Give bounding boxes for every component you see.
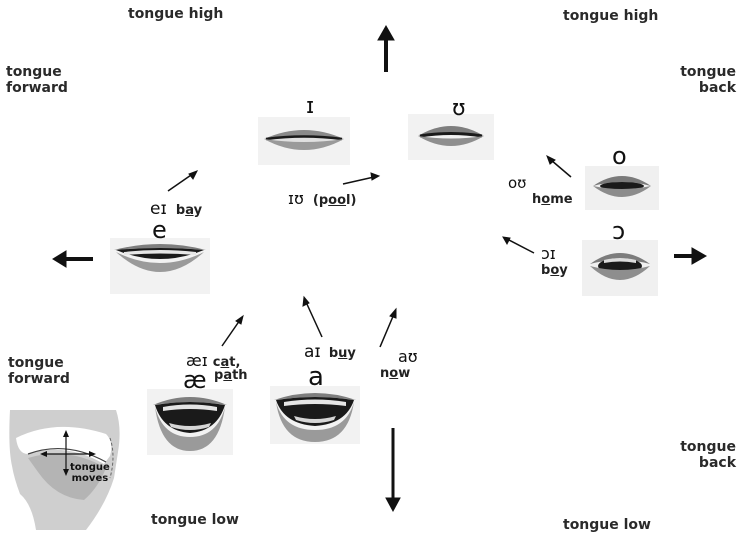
mouth-open-o-image (582, 240, 658, 296)
example-word-path: path (214, 368, 248, 383)
arrow-up-icon (378, 26, 394, 72)
diphthong-iu: ɪʊ (pool) (288, 189, 356, 208)
diphthong-ipa: oʊ (508, 174, 573, 192)
example-word-boy: boy (541, 263, 568, 278)
vowel-open-o-symbol: ɔ (612, 217, 625, 245)
word-part-underlined: a (223, 368, 232, 383)
vowel-ae-symbol: æ (183, 366, 207, 394)
word-part: (p (313, 193, 328, 208)
diphthong-ai: aɪ buy (304, 342, 356, 362)
mouth-o-image (585, 166, 659, 210)
word-part: y (194, 203, 202, 218)
word-part: h (532, 192, 541, 207)
word-part: w (398, 366, 410, 381)
diphthong-ipa: ɪʊ (288, 189, 304, 208)
diphthong-oi: ɔɪ boy (541, 244, 568, 278)
diphthong-ipa: æɪ (186, 351, 208, 370)
example-word-buy: buy (329, 346, 356, 361)
arrow-down-icon (386, 428, 400, 511)
inset-caption-line: tongue (70, 462, 110, 473)
diphthong-ou: oʊ home (508, 174, 573, 207)
word-part: th (232, 368, 247, 383)
example-word-bay: bay (176, 203, 202, 218)
mouth-a-image (270, 386, 360, 444)
mouth-e-image (110, 238, 210, 294)
word-part: me (550, 192, 572, 207)
word-part-underlined: a (185, 203, 193, 218)
diphthong-ipa: aʊ (398, 347, 418, 366)
mouth-ae-image (147, 389, 233, 455)
vowel-o-symbol: o (612, 142, 627, 170)
word-part: b (541, 263, 550, 278)
arrow-right-icon (674, 248, 706, 264)
head-profile-inset: tongue moves (6, 408, 126, 532)
diphthong-au: aʊ now (380, 347, 418, 381)
mouth-i-image (258, 117, 350, 165)
inset-caption-line: moves (70, 473, 110, 484)
vowel-e-symbol: e (152, 216, 167, 244)
word-part: y (559, 263, 567, 278)
inset-caption: tongue moves (70, 462, 110, 484)
mouth-u-image (408, 114, 494, 160)
vowel-u-symbol: ʊ (452, 96, 466, 121)
diphthong-ipa: aɪ (304, 342, 321, 362)
example-word-now: now (380, 366, 418, 381)
word-part: b (329, 346, 338, 361)
diphthong-ipa: ɔɪ (541, 244, 568, 263)
word-part-underlined: o (541, 192, 550, 207)
word-part: b (176, 203, 185, 218)
word-part: p (214, 368, 223, 383)
word-part: y (347, 346, 355, 361)
word-part: n (380, 366, 389, 381)
vowel-i-symbol: ɪ (306, 94, 314, 119)
diphthong-ei: eɪ bay (150, 199, 202, 219)
word-part-underlined: oo (328, 193, 346, 208)
vowel-a-symbol: a (308, 362, 324, 392)
example-word-home: home (532, 192, 573, 207)
word-part: l) (346, 193, 356, 208)
word-part-underlined: o (550, 263, 559, 278)
arrow-left-icon (53, 251, 93, 267)
word-part-underlined: o (389, 366, 398, 381)
example-word-pool: (pool) (313, 193, 357, 208)
diphthong-ipa: eɪ (150, 199, 167, 219)
